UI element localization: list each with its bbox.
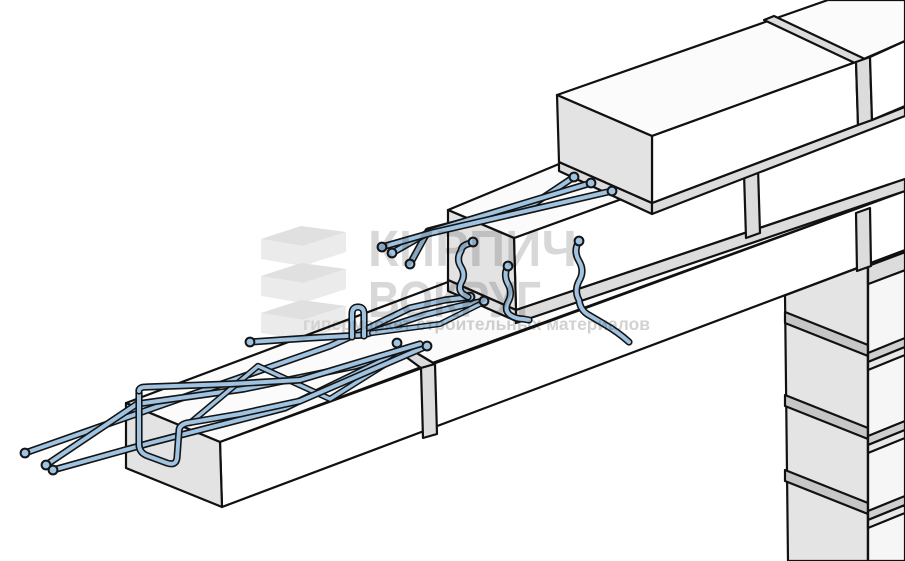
svg-text:ВОКРУГ: ВОКРУГ [368,271,541,328]
svg-text:КИРПИЧ: КИРПИЧ [368,220,577,277]
svg-text:гипермаркет строительных матер: гипермаркет строительных материалов [303,314,650,334]
